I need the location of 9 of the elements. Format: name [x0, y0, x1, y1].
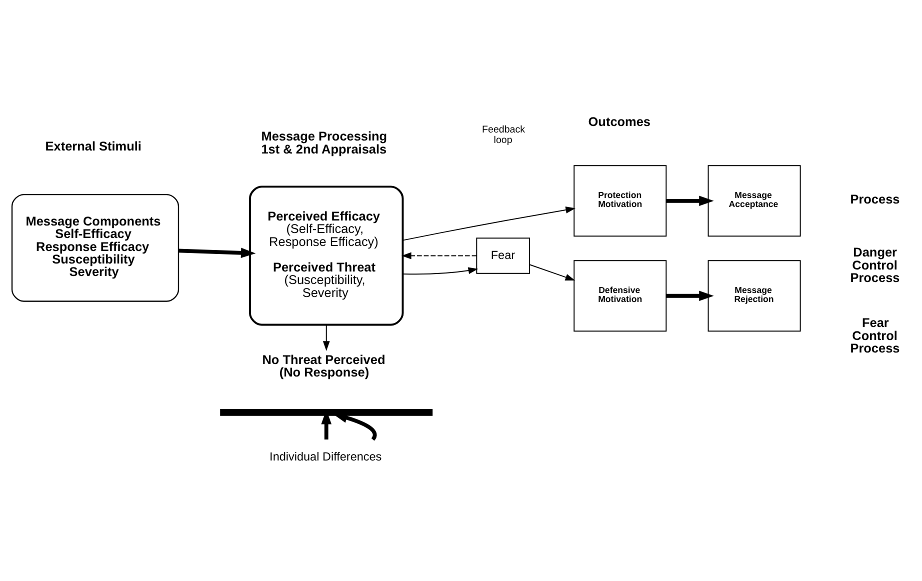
node-text: No Threat Perceived (No Response): [262, 352, 386, 380]
label: Danger Control Process: [850, 244, 900, 286]
label: Feedback loop: [482, 124, 526, 146]
label: Outcomes: [588, 114, 650, 129]
node-text: Individual Differences: [270, 450, 382, 464]
label: Message Processing 1st & 2nd Appraisals: [261, 128, 388, 156]
label: Process: [850, 191, 900, 206]
label: Fear Control Process: [850, 315, 900, 356]
label: External Stimuli: [45, 138, 142, 154]
